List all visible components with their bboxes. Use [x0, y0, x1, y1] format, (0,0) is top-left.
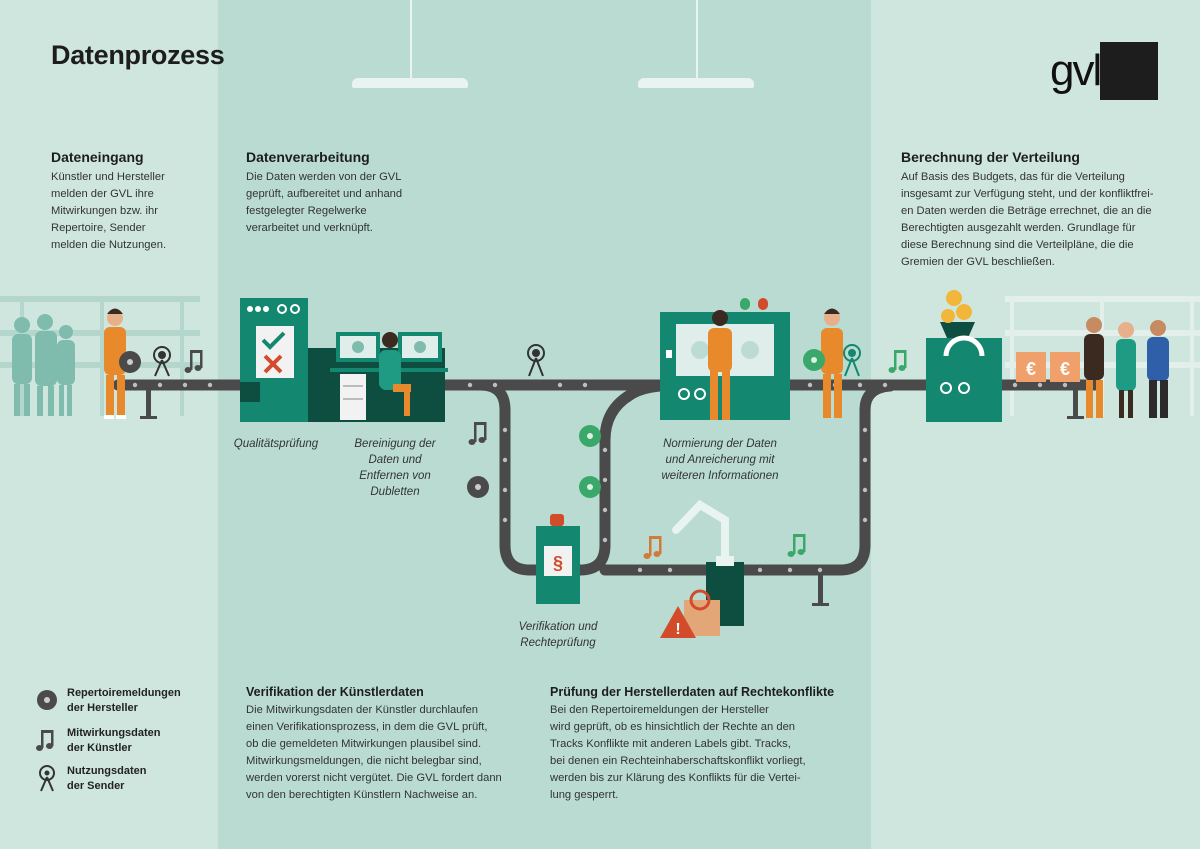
- beneficiaries: [1084, 317, 1169, 418]
- section-title-kuenstlerdaten: Verifikation der Künstlerdaten: [246, 685, 424, 699]
- record-icon: [37, 690, 57, 710]
- data-cleaning-desk: [325, 332, 448, 422]
- left-panel: [0, 0, 218, 849]
- section-title-verteilung: Berechnung der Verteilung: [901, 149, 1080, 165]
- ceiling-lamp-cord: [410, 0, 412, 78]
- logo-text: gvl: [1050, 46, 1102, 95]
- paragraph-symbol: §: [553, 553, 563, 573]
- music-note-icon: [36, 730, 54, 751]
- logo-box: [1100, 42, 1158, 100]
- gvl-logo: gvl: [1050, 42, 1158, 102]
- euro-symbol: €: [1026, 359, 1036, 379]
- antenna-icon-processing: [527, 344, 545, 377]
- page-title: Datenprozess: [51, 40, 225, 70]
- music-note-icons-green: [787, 350, 907, 557]
- ceiling-lamp-cord: [696, 0, 698, 78]
- section-text-kuenstlerdaten: Die Mitwirkungsdaten der Künstler durchl…: [246, 704, 502, 801]
- artists-silhouettes: [12, 314, 75, 416]
- music-note-icon-conflict: [643, 536, 662, 559]
- euro-symbol: €: [1060, 359, 1070, 379]
- middle-panel: [218, 0, 871, 849]
- worker-normalization: [821, 308, 843, 418]
- section-text-verteilung: Auf Basis des Budgets, das für die Verte…: [901, 171, 1154, 268]
- right-panel: [871, 0, 1200, 849]
- distribution-machine: [926, 290, 1002, 422]
- caption-qualitaetspruefung: Qualitätsprüfung: [233, 438, 319, 450]
- warning-symbol: !: [675, 621, 680, 638]
- ceiling-lamp: [638, 78, 754, 88]
- quality-check-machine: [240, 298, 330, 422]
- antenna-icon-input: [153, 346, 171, 377]
- section-text-herstellerdaten: Bei den Repertoiremeldungen der Herstell…: [550, 704, 806, 801]
- normalization-machine: [660, 298, 790, 420]
- conveyor-rollers: [132, 382, 1068, 573]
- ceiling-lamp: [352, 78, 468, 88]
- conveyor-legs: [140, 390, 1084, 606]
- broadcast-antenna-icon: [39, 765, 55, 792]
- rights-conflict-box: [660, 589, 720, 638]
- antenna-icon-normalized: [843, 344, 861, 377]
- section-title-dateneingang: Dateneingang: [51, 149, 144, 165]
- section-title-herstellerdaten: Prüfung der Herstellerdaten auf Rechteko…: [550, 685, 835, 699]
- section-title-datenverarbeitung: Datenverarbeitung: [246, 149, 370, 165]
- record-icon-falling: [467, 476, 489, 498]
- euro-boxes: [1016, 352, 1080, 382]
- record-icon-green: [579, 349, 825, 498]
- verification-machine: [536, 514, 580, 604]
- record-icon-input: [119, 351, 141, 373]
- music-note-icons: [184, 350, 487, 445]
- worker-input: [104, 308, 126, 419]
